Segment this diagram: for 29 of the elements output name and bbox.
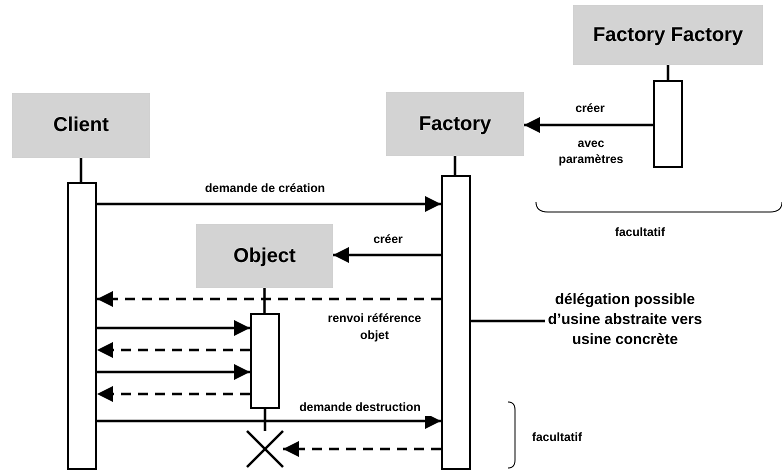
lifeline	[454, 156, 456, 175]
note-text: délégation possible d’usine abstraite vers usine concrète	[545, 285, 705, 355]
activation-bar	[653, 80, 683, 168]
message-arrow	[97, 196, 441, 212]
participant-box: Factory	[386, 92, 524, 156]
return-arrow	[283, 441, 441, 457]
brace-label: facultatif	[614, 224, 666, 241]
lifeline	[264, 409, 266, 431]
brace-label: facultatif	[530, 429, 583, 446]
participant-box: Factory Factory	[573, 5, 763, 65]
message-arrow	[97, 364, 250, 380]
activation-bar	[67, 182, 97, 470]
participant-box: Client	[12, 93, 150, 158]
activation-bar	[250, 313, 280, 409]
lifeline	[80, 158, 82, 182]
lifeline	[263, 288, 266, 313]
edge-label: renvoi référence objet	[327, 310, 422, 344]
message-note: avec paramètres	[558, 135, 624, 167]
return-arrow	[97, 342, 250, 358]
message-arrow	[97, 320, 250, 336]
lifeline	[666, 65, 670, 80]
message-arrow	[524, 117, 653, 133]
participant-box: Object	[196, 224, 333, 288]
return-arrow	[97, 386, 250, 402]
message-arrow	[333, 247, 441, 263]
destruction-cross	[246, 430, 284, 468]
leader-line	[471, 320, 545, 322]
return-arrow	[97, 291, 441, 307]
activation-bar	[441, 175, 471, 470]
